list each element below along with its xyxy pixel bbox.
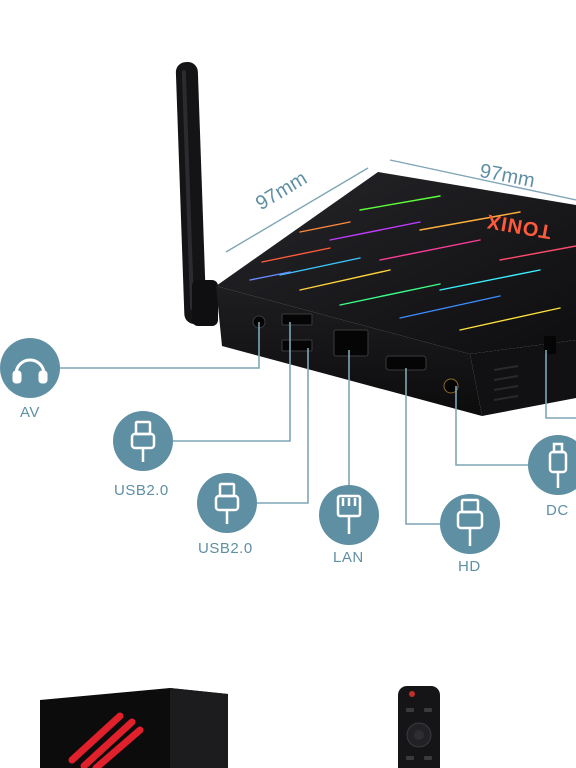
label-dc: DC (546, 502, 569, 519)
dc-jack (443, 378, 459, 394)
usb1-callout (113, 411, 173, 471)
lan-callout (319, 485, 379, 545)
usb-icon (214, 482, 240, 524)
side-vents (493, 365, 519, 401)
connector-lines (60, 322, 576, 525)
label-hd: HD (458, 558, 481, 575)
box-side (470, 340, 576, 416)
label-usb1: USB2.0 (114, 482, 169, 499)
dimension-lines (225, 159, 576, 253)
dc-port (544, 336, 556, 354)
hd-callout (440, 494, 500, 554)
usb-port-top (281, 313, 313, 326)
hdmi-port (385, 355, 427, 371)
usb-icon (130, 420, 156, 462)
ethernet-icon (336, 494, 362, 534)
label-lan: LAN (333, 549, 364, 566)
lan-port (333, 329, 369, 357)
retail-box (40, 688, 228, 768)
antenna (175, 62, 218, 326)
headphones-icon (12, 358, 48, 384)
hdmi-icon (456, 498, 484, 546)
label-usb2: USB2.0 (198, 540, 253, 557)
remote-control (398, 686, 440, 768)
usb2-callout (197, 473, 257, 533)
label-av: AV (20, 404, 40, 421)
dc-callout (528, 435, 576, 495)
av-callout (0, 338, 60, 398)
dc-plug-icon (548, 442, 568, 488)
light-streaks (249, 195, 576, 331)
